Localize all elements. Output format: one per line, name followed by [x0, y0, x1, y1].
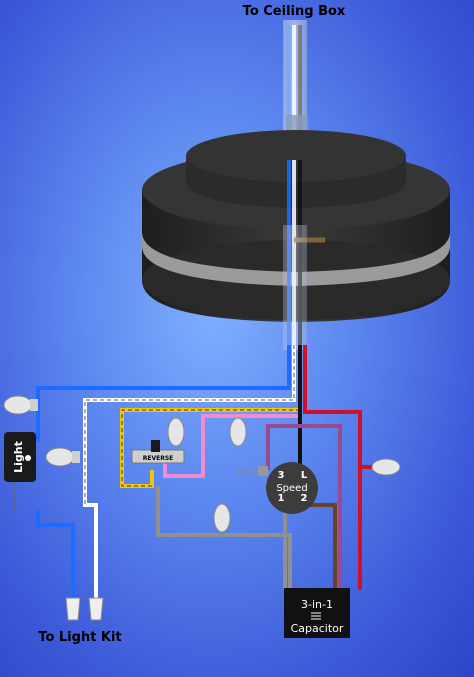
wire-nut-bottom	[213, 503, 231, 533]
wire-nut-center	[167, 417, 185, 447]
gray-wire	[156, 486, 292, 590]
wire-nut-left	[3, 395, 38, 415]
light-label: Light	[12, 441, 25, 473]
reverse-label: REVERSE	[143, 455, 174, 462]
capacitor-line1: 3-in-1	[301, 598, 333, 611]
pink-wire	[163, 414, 300, 478]
purple-wire	[266, 424, 342, 590]
speed-terminal-3: 3	[278, 470, 285, 481]
light-kit-connectors	[65, 597, 104, 621]
lower-tube	[283, 225, 307, 350]
brown-wire	[302, 503, 337, 590]
speed-switch: Speed 3 L 1 2	[238, 462, 318, 514]
wire-nut-right	[371, 458, 401, 476]
capacitor-line2: Capacitor	[291, 622, 344, 635]
speed-label: Speed	[276, 483, 307, 494]
capacitor: 3-in-1 Capacitor	[284, 588, 350, 638]
red-wire	[303, 345, 362, 590]
light-pull-switch: Light	[4, 432, 36, 512]
speed-terminal-L: L	[301, 470, 308, 481]
blue-wire	[36, 345, 291, 600]
speed-terminal-2: 2	[301, 493, 308, 504]
to-ceiling-box-label: To Ceiling Box	[243, 4, 346, 19]
wire-nut-mid	[45, 447, 80, 467]
reverse-switch: REVERSE	[131, 440, 185, 464]
to-light-kit-label: To Light Kit	[38, 630, 121, 645]
speed-terminal-1: 1	[278, 493, 285, 504]
wire-nut-right-center	[229, 417, 247, 447]
